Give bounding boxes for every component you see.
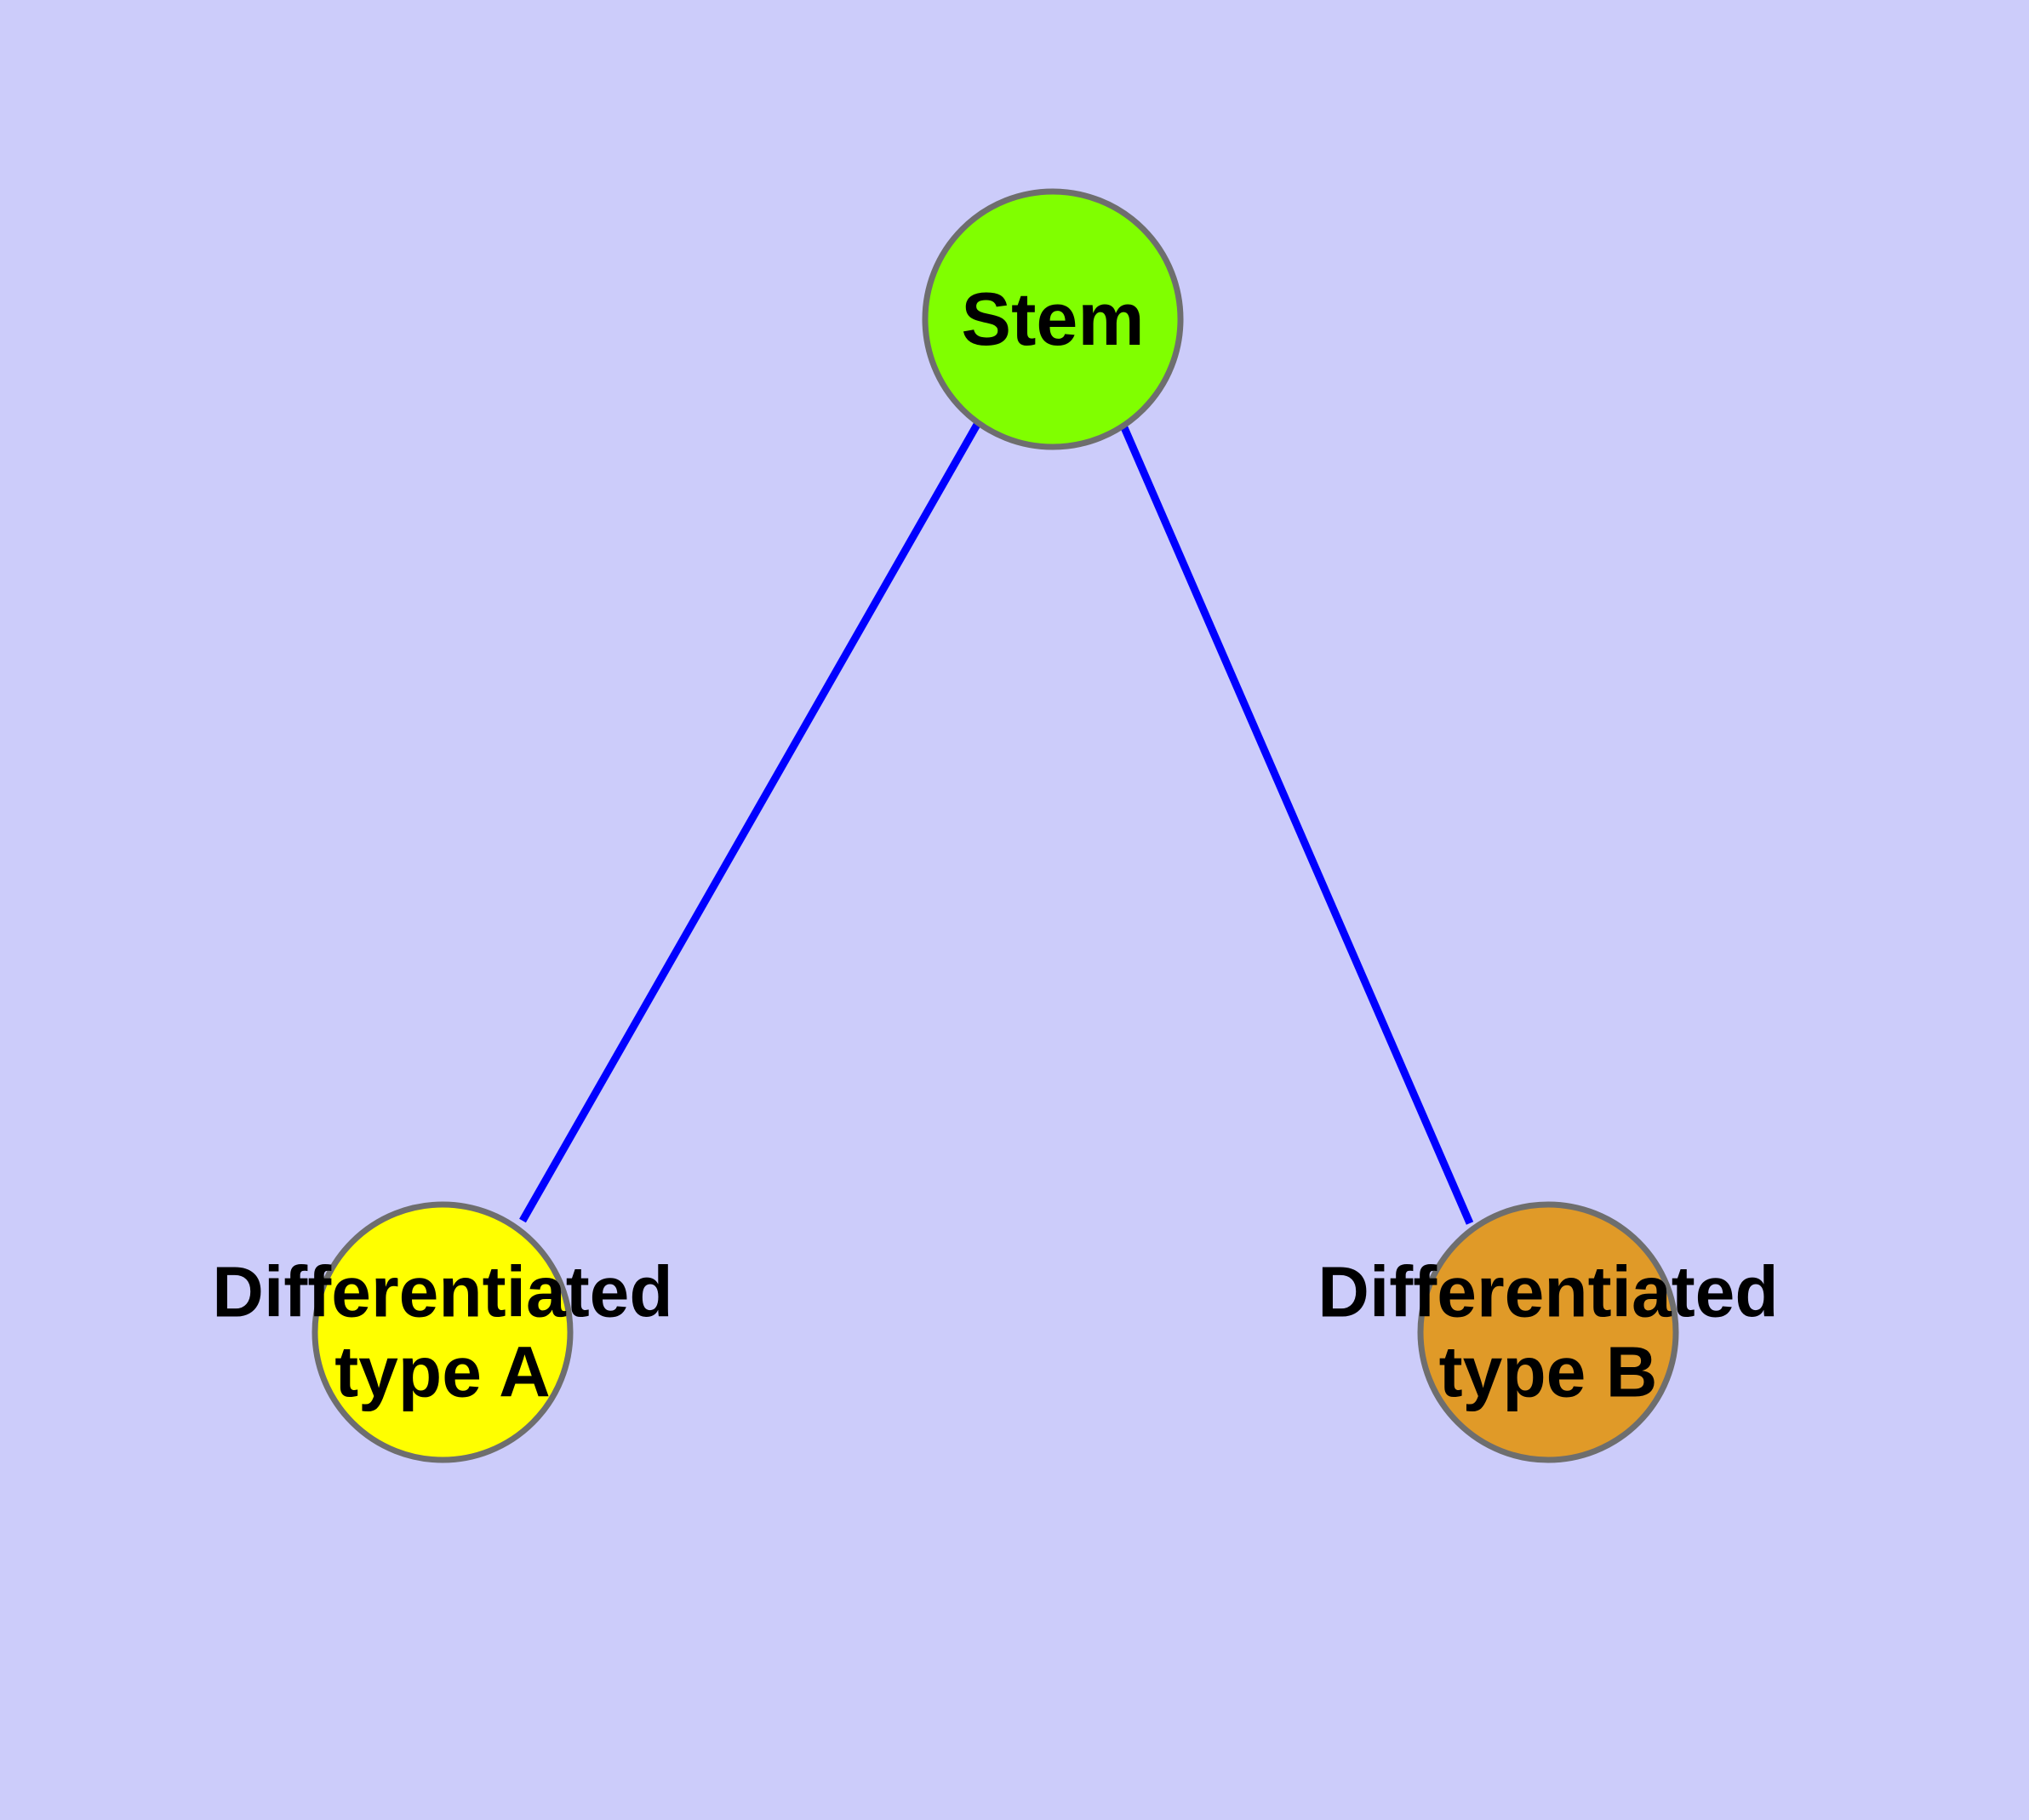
node-differentiated-type-a-circle[interactable]	[311, 1201, 574, 1463]
node-stem-label: Stem	[961, 277, 1144, 361]
node-label-line: type A	[334, 1332, 551, 1412]
node-layer	[311, 188, 1679, 1463]
node-stem-circle[interactable]	[922, 188, 1184, 450]
node-label-line: Differentiated	[1317, 1252, 1778, 1332]
node-label-line: Differentiated	[212, 1252, 672, 1332]
node-differentiated-type-b-circle[interactable]	[1417, 1201, 1679, 1463]
edge-stem-to-differentiated-type-a[interactable]	[519, 421, 981, 1223]
node-label-line: Stem	[961, 277, 1144, 361]
edge-stem-to-differentiated-type-b[interactable]	[1119, 424, 1474, 1225]
node-label-line: type B	[1439, 1332, 1658, 1412]
edge-layer	[519, 421, 1474, 1225]
